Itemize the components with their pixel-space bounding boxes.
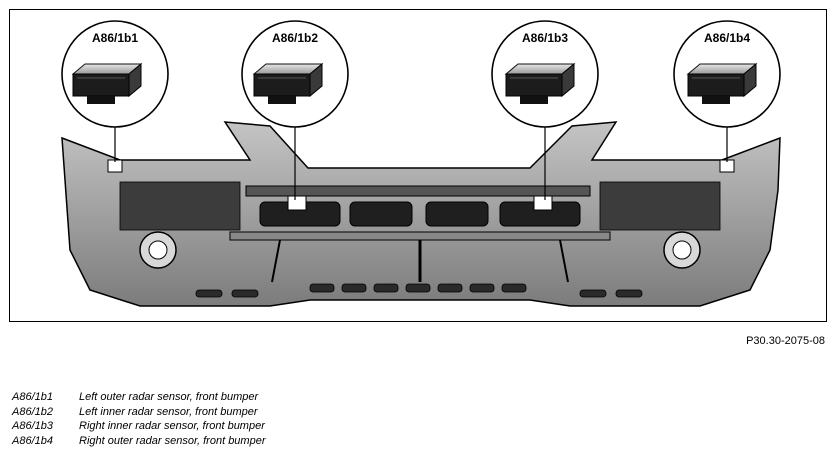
legend: A86/1b1 Left outer radar sensor, front b… <box>12 390 265 448</box>
callout-a86-1b3: A86/1b3 <box>491 20 599 128</box>
right-fog-lamp <box>663 231 701 269</box>
legend-code: A86/1b2 <box>12 405 53 418</box>
legend-description: Right inner radar sensor, front bumper <box>79 420 265 432</box>
legend-row: A86/1b1 Left outer radar sensor, front b… <box>12 390 265 405</box>
callout-label: A86/1b4 <box>704 31 750 45</box>
legend-description: Left outer radar sensor, front bumper <box>79 391 259 403</box>
callout-label: A86/1b2 <box>272 31 318 45</box>
callout-label: A86/1b3 <box>522 31 568 45</box>
diagram-frame: A86/1b1 A86/1b2 A86/1b3 A86/1b4 <box>9 9 827 322</box>
front-bumper <box>61 121 781 307</box>
callout-a86-1b2: A86/1b2 <box>241 20 349 128</box>
callout-a86-1b4: A86/1b4 <box>673 20 781 128</box>
callout-label: A86/1b1 <box>92 31 138 45</box>
bumper-illustration: A86/1b1 A86/1b2 A86/1b3 A86/1b4 <box>61 20 781 307</box>
legend-row: A86/1b4 Right outer radar sensor, front … <box>12 434 265 449</box>
left-fog-lamp <box>139 231 177 269</box>
callout-leaders <box>114 122 728 200</box>
legend-code: A86/1b1 <box>12 391 53 403</box>
figure-reference: P30.30-2075-08 <box>746 335 825 347</box>
legend-row: A86/1b2 Left inner radar sensor, front b… <box>12 405 265 420</box>
legend-code: A86/1b4 <box>12 434 53 447</box>
legend-description: Left inner radar sensor, front bumper <box>79 405 258 418</box>
legend-code: A86/1b3 <box>12 420 53 432</box>
legend-row: A86/1b3 Right inner radar sensor, front … <box>12 419 265 434</box>
legend-description: Right outer radar sensor, front bumper <box>79 434 266 447</box>
callout-a86-1b1: A86/1b1 <box>61 20 169 128</box>
